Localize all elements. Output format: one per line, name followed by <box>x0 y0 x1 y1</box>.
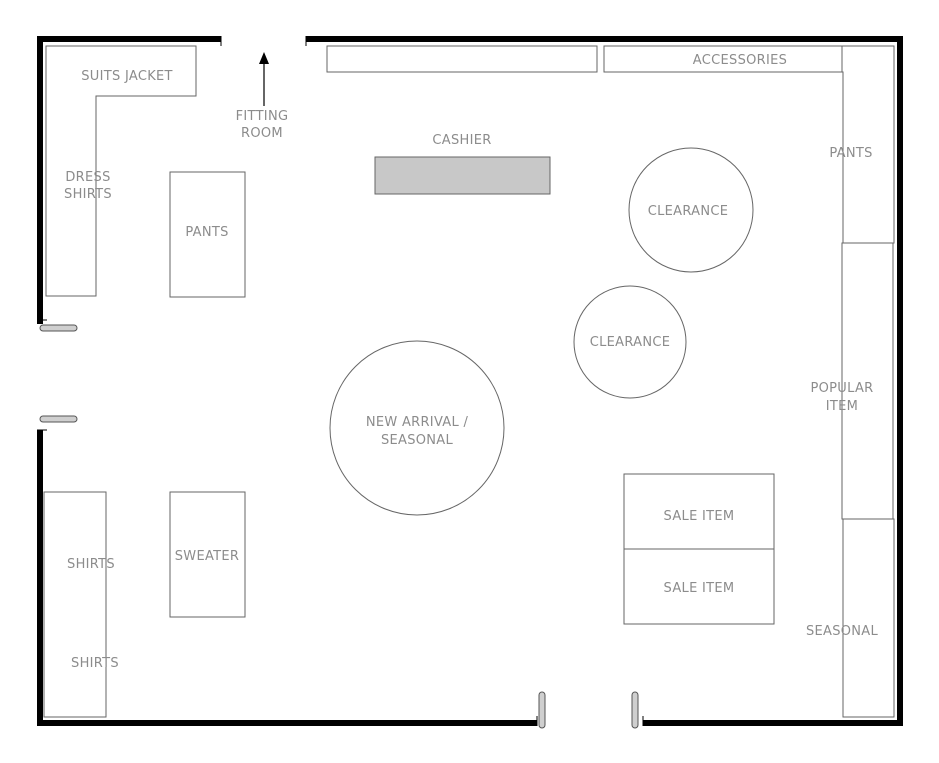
clearance-table-bottom[interactable] <box>573 285 687 399</box>
doors <box>39 324 639 729</box>
sale-item-label-top: SALE ITEM <box>664 509 735 524</box>
sale-item-table-top[interactable] <box>623 473 775 550</box>
clearance-label-top: CLEARANCE <box>648 204 729 219</box>
accessories-label: ACCESSORIES <box>693 53 787 68</box>
seasonal-rack[interactable] <box>842 518 895 718</box>
new-arrival-label-line2: SEASONAL <box>381 433 454 448</box>
popular-item-label-line2: ITEM <box>826 399 858 414</box>
wall-bottom-right <box>643 720 903 726</box>
cashier-label: CASHIER <box>432 133 491 148</box>
wall-top-left <box>37 36 221 42</box>
shirts-label-upper: SHIRTS <box>67 557 115 572</box>
shirts-rack[interactable] <box>43 491 107 718</box>
sweater-label: SWEATER <box>175 549 240 564</box>
dress-shirts-label-line1: DRESS <box>65 170 110 185</box>
popular-item-rack[interactable] <box>841 242 894 520</box>
fitting-room-label-line2: ROOM <box>241 126 283 141</box>
dress-shirts-label-line2: SHIRTS <box>64 187 112 202</box>
shirts-label-lower: SHIRTS <box>71 656 119 671</box>
seasonal-label: SEASONAL <box>806 624 879 639</box>
left-door-upper[interactable] <box>39 324 78 332</box>
arrow-up-icon <box>259 52 269 64</box>
suits-jacket-label: SUITS JACKET <box>81 69 173 84</box>
clearance-table-top[interactable] <box>628 147 754 273</box>
sweater-table[interactable] <box>169 491 246 618</box>
wall-left-upper <box>37 36 43 324</box>
wall-left-lower <box>37 430 43 726</box>
suits-jacket-dress-shirts-rack[interactable] <box>45 45 197 297</box>
pants-left-label: PANTS <box>185 225 228 240</box>
fixtures <box>43 45 895 718</box>
pants-right-rack[interactable] <box>841 45 895 244</box>
wall-bottom-left <box>37 720 537 726</box>
fitting-room-arrow <box>259 52 269 106</box>
new-arrival-label-line1: NEW ARRIVAL / <box>366 415 469 430</box>
fitting-room-label-line1: FITTING <box>236 109 289 124</box>
labels: SUITS JACKET DRESS SHIRTS FITTING ROOM C… <box>64 53 878 671</box>
pants-table[interactable] <box>169 171 246 298</box>
bottom-door-right[interactable] <box>631 691 639 729</box>
clearance-label-bottom: CLEARANCE <box>590 335 671 350</box>
walls <box>37 36 903 726</box>
sale-item-table-bottom[interactable] <box>623 548 775 625</box>
wall-right <box>897 36 903 726</box>
pants-right-label: PANTS <box>829 146 872 161</box>
bottom-door-left[interactable] <box>538 691 546 729</box>
popular-item-label-line1: POPULAR <box>811 381 874 396</box>
top-shelf-left[interactable] <box>326 45 598 73</box>
sale-item-label-bottom: SALE ITEM <box>664 581 735 596</box>
cashier-counter[interactable] <box>374 156 551 195</box>
wall-top-right <box>306 36 903 42</box>
new-arrival-table[interactable] <box>329 340 505 516</box>
left-door-lower[interactable] <box>39 415 78 423</box>
